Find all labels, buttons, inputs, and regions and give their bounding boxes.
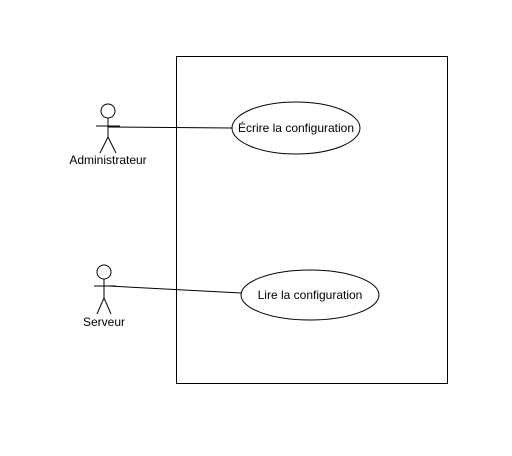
stick-figure-icon [96,103,120,154]
actor-label: Serveur [83,315,125,329]
use-case-label: Lire la configuration [258,288,363,302]
actor-serveur[interactable]: Serveur [83,264,125,329]
use-case-write-configuration[interactable]: Écrire la configuration [231,101,361,155]
actor-administrateur[interactable]: Administrateur [69,103,147,167]
actor-label: Administrateur [69,153,146,167]
association-server-read-config [107,285,242,294]
use-case-ellipse [231,101,361,155]
stick-figure-icon [94,264,116,315]
association-admin-write-config [107,126,233,129]
use-case-read-configuration[interactable]: Lire la configuration [240,269,380,321]
use-case-ellipse [240,269,380,321]
use-case-label: Écrire la configuration [238,120,354,135]
